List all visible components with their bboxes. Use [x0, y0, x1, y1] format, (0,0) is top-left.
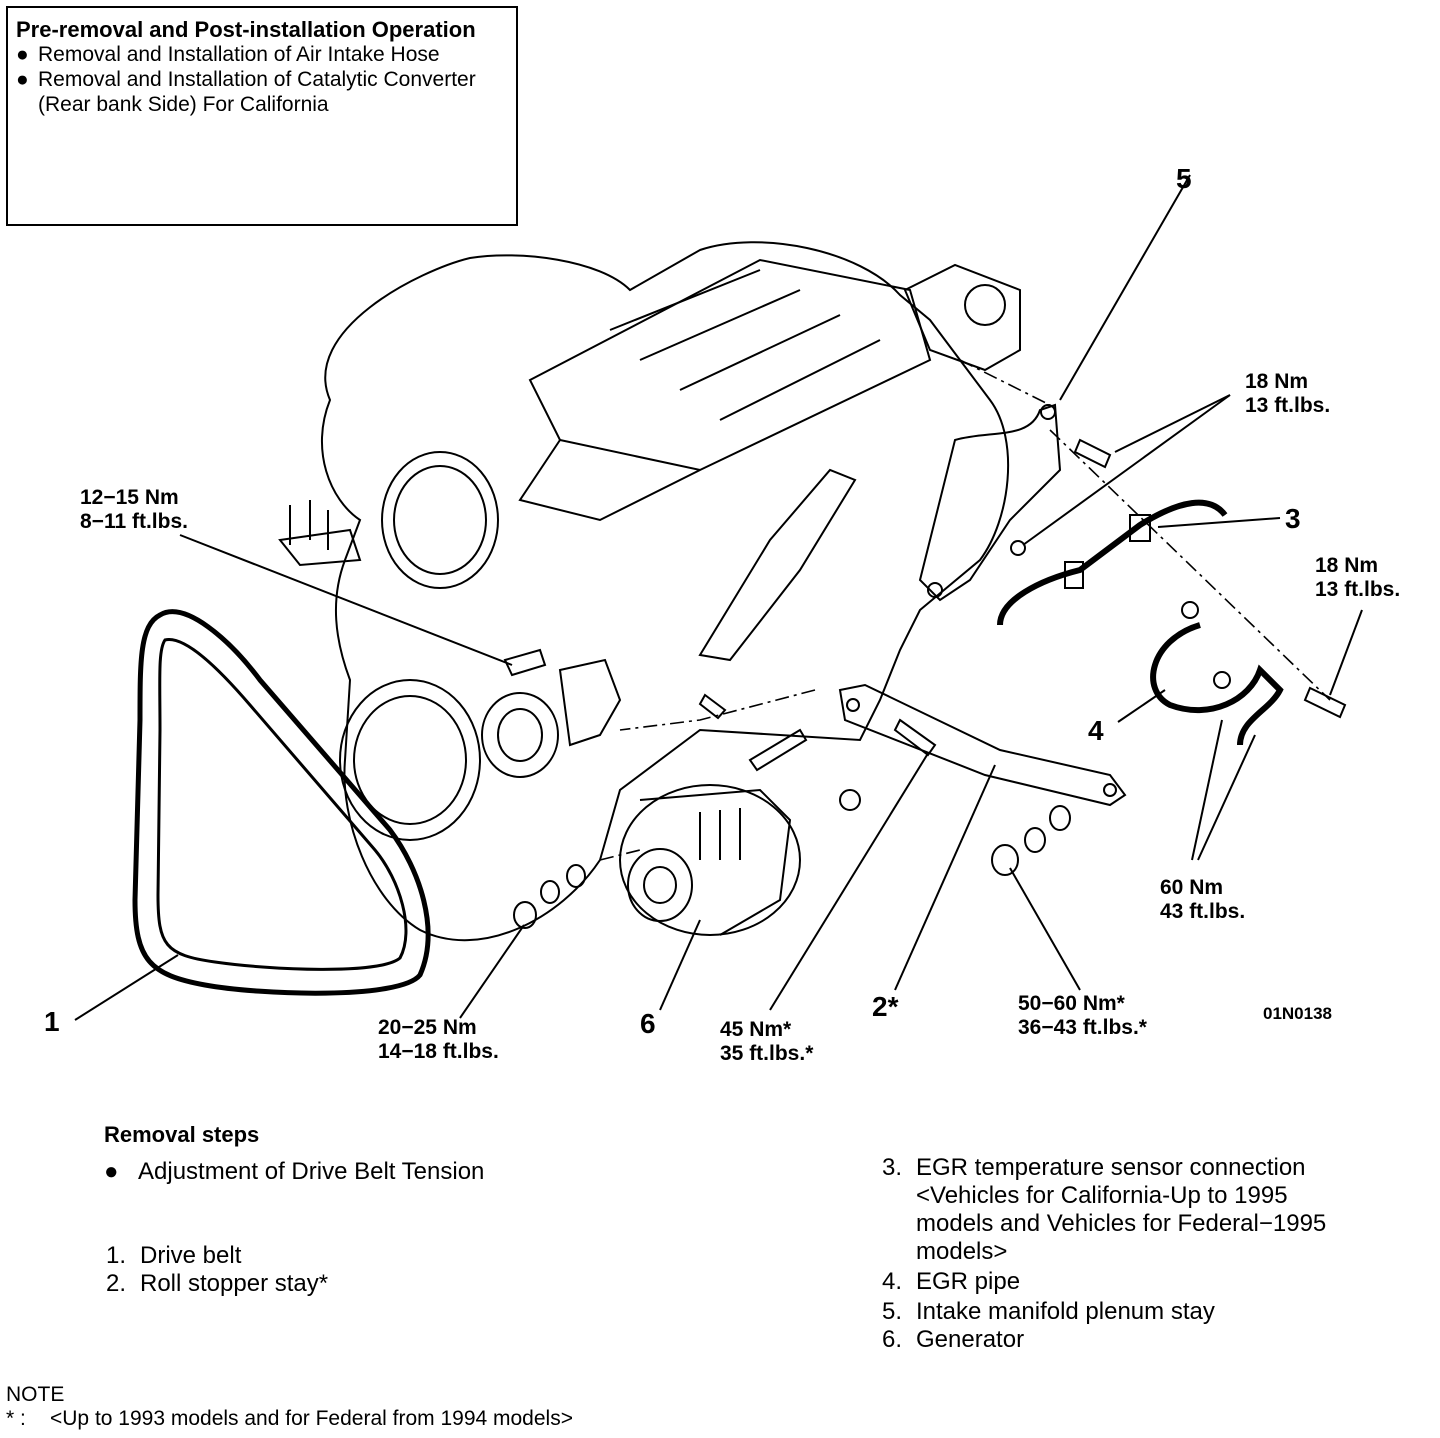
torque-ftlbs: 14−18 ft.lbs.: [378, 1040, 499, 1063]
generator: [619, 784, 801, 936]
torque-label-4: 60 Nm 43 ft.lbs.: [1160, 876, 1245, 924]
note-marker: * :: [6, 1407, 26, 1430]
leader-lines: [74, 174, 1363, 1021]
torque-nm: 18 Nm: [1315, 554, 1379, 577]
callout-6: 6: [640, 1008, 656, 1039]
step-text: EGR temperature sensor connection: [916, 1154, 1306, 1181]
pulley-lower: [339, 679, 481, 841]
torque-nm: 20−25 Nm: [378, 1016, 477, 1039]
step-number: 5.: [882, 1298, 903, 1325]
step-5: 5. Intake manifold plenum stay: [882, 1298, 1215, 1326]
step-text: Roll stopper stay*: [140, 1270, 329, 1297]
callout-4: 4: [1088, 715, 1104, 746]
plenum-stay: [918, 403, 1062, 602]
torque-ftlbs: 43 ft.lbs.: [1160, 900, 1246, 923]
torque-label-5: 20−25 Nm 14−18 ft.lbs.: [378, 1016, 499, 1064]
torque-nm: 12−15 Nm: [80, 486, 179, 509]
pre-removal-item-1: ● Removal and Installation of Air Intake…: [16, 42, 508, 67]
step-number: 3.: [882, 1154, 903, 1181]
torque-label-1: 12−15 Nm 8−11 ft.lbs.: [80, 486, 188, 534]
torque-nm: 18 Nm: [1245, 370, 1309, 393]
roll-stopper-stay: [838, 683, 1127, 807]
egr-pipe: [1150, 622, 1284, 746]
step-3-line-3: models and Vehicles for Federal−1995: [916, 1210, 1327, 1237]
drive-belt: [132, 609, 431, 996]
bullet-icon: ●: [16, 43, 29, 66]
note-text: <Up to 1993 models and for Federal from …: [50, 1407, 573, 1430]
removal-steps-title: Removal steps: [104, 1122, 260, 1147]
bullet-step: ● Adjustment of Drive Belt Tension: [104, 1158, 484, 1186]
step-text: Generator: [916, 1326, 1025, 1353]
bullet-step-text: Adjustment of Drive Belt Tension: [138, 1158, 485, 1185]
throttle-body: [903, 263, 1021, 372]
torque-nm: 45 Nm*: [720, 1018, 792, 1041]
callout-3: 3: [1285, 503, 1301, 534]
step-number: 4.: [882, 1268, 903, 1295]
torque-nm: 50−60 Nm*: [1018, 992, 1125, 1015]
egr-sensor-cable: [997, 499, 1228, 626]
pre-removal-item-2-text: Removal and Installation of Catalytic Co…: [38, 68, 476, 116]
torque-ftlbs: 36−43 ft.lbs.*: [1018, 1016, 1147, 1039]
torque-ftlbs: 13 ft.lbs.: [1245, 394, 1331, 417]
bullet-icon: ●: [16, 68, 29, 91]
pre-removal-box: Pre-removal and Post-installation Operat…: [6, 6, 518, 226]
torque-ftlbs: 35 ft.lbs.*: [720, 1042, 814, 1065]
pulley-upper: [381, 451, 499, 589]
mount-bracket: [558, 658, 622, 747]
torque-ftlbs: 8−11 ft.lbs.: [80, 510, 188, 533]
torque-nm: 60 Nm: [1160, 876, 1224, 899]
torque-label-3: 18 Nm 13 ft.lbs.: [1315, 554, 1400, 602]
idler-pulley: [481, 692, 559, 778]
step-2: 2. Roll stopper stay*: [106, 1270, 328, 1298]
callout-5: 5: [1176, 163, 1192, 194]
note-title: NOTE: [6, 1383, 65, 1406]
step-4: 4. EGR pipe: [882, 1268, 1020, 1296]
lower-bracket: [698, 468, 857, 662]
pre-removal-item-2: ● Removal and Installation of Catalytic …: [16, 67, 508, 117]
step-3-line-4: models>: [916, 1238, 1008, 1265]
step-1: 1. Drive belt: [106, 1242, 241, 1270]
step-number: 6.: [882, 1326, 903, 1353]
step-number: 1.: [106, 1242, 127, 1269]
intake-plenum: [528, 258, 932, 472]
pre-removal-title: Pre-removal and Post-installation Operat…: [16, 17, 476, 42]
torque-ftlbs: 13 ft.lbs.: [1315, 578, 1401, 601]
torque-label-7: 50−60 Nm* 36−43 ft.lbs.*: [1018, 992, 1147, 1040]
step-text: Drive belt: [140, 1242, 242, 1269]
torque-label-6: 45 Nm* 35 ft.lbs.*: [720, 1018, 813, 1066]
step-text: EGR pipe: [916, 1268, 1021, 1295]
step-text: Intake manifold plenum stay: [916, 1298, 1215, 1325]
step-3: 3. EGR temperature sensor connection: [882, 1154, 1306, 1182]
engine-block: [321, 241, 1010, 942]
step-3-line-2: <Vehicles for California-Up to 1995: [916, 1182, 1288, 1209]
figure-id: 01N0138: [1263, 1004, 1333, 1023]
note-line: * : <Up to 1993 models and for Federal fr…: [6, 1406, 573, 1432]
callout-2: 2*: [872, 991, 899, 1022]
torque-label-2: 18 Nm 13 ft.lbs.: [1245, 370, 1330, 418]
callout-1: 1: [44, 1006, 60, 1037]
bolts: [503, 438, 1347, 772]
pre-removal-item-1-text: Removal and Installation of Air Intake H…: [38, 43, 440, 66]
bullet-icon: ●: [104, 1158, 119, 1185]
step-6: 6. Generator: [882, 1326, 1024, 1354]
step-number: 2.: [106, 1270, 127, 1297]
